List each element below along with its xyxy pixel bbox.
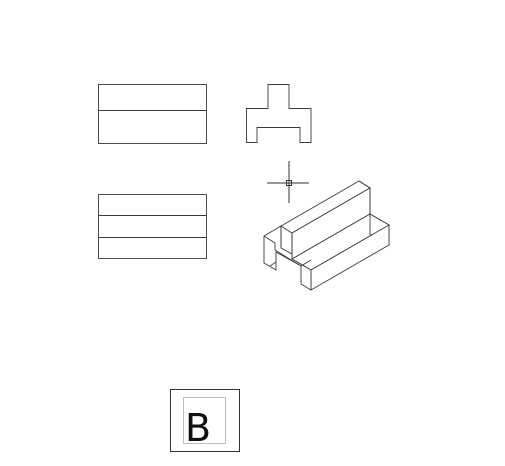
side-view [246,84,312,143]
isometric-view [263,180,390,291]
top-view [98,194,207,259]
front-view [98,84,207,144]
answer-label-text: B [185,406,211,450]
answer-label-box: B [170,389,240,452]
crosshair-cursor-icon [267,161,309,203]
